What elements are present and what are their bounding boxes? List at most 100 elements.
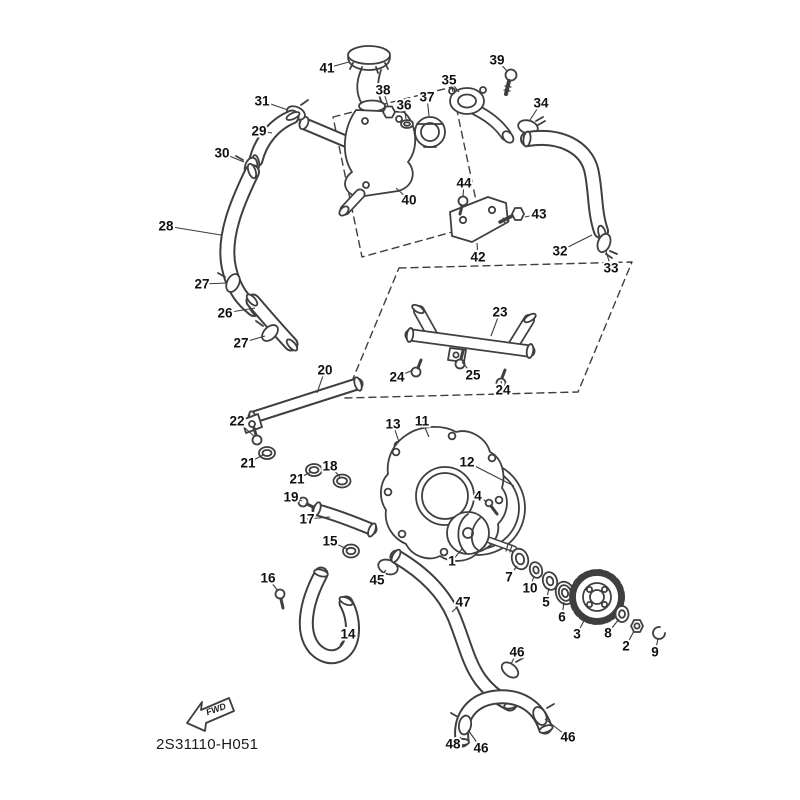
callout-4: 4: [472, 487, 488, 506]
callout-36: 36: [394, 96, 414, 120]
callout-number: 20: [317, 363, 332, 378]
callout-21: 21: [287, 470, 312, 489]
callout-35: 35: [439, 71, 460, 93]
callout-number: 39: [489, 53, 504, 68]
callout-29: 29: [249, 122, 273, 141]
callout-45: 45: [367, 569, 387, 590]
part-hose-14: [298, 566, 360, 665]
part-bolt-39: [503, 68, 518, 96]
callout-23: 23: [490, 303, 510, 337]
callout-26: 26: [215, 304, 256, 323]
callout-number: 17: [299, 512, 314, 527]
callout-number: 4: [474, 489, 482, 504]
callout-34: 34: [529, 94, 551, 121]
part-hose-clamp-46c: [532, 703, 555, 726]
fwd-arrow-icon: [186, 697, 235, 732]
callout-2: 2: [620, 630, 635, 656]
callout-42: 42: [468, 242, 488, 267]
part-pin-4: [484, 498, 499, 516]
part-seal-7: [510, 547, 530, 571]
callout-15: 15: [320, 532, 348, 551]
dashed-group-pipe: [344, 261, 633, 399]
part-hose-clamp-46b: [450, 712, 473, 736]
callout-number: 48: [445, 737, 461, 752]
callout-number: 46: [509, 645, 525, 660]
part-bolt-44: [457, 195, 469, 216]
part-circlip-9: [652, 626, 666, 640]
artwork: [186, 45, 666, 748]
callout-number: 46: [560, 730, 576, 745]
callout-6: 6: [556, 601, 568, 627]
callout-11: 11: [413, 412, 432, 438]
callout-number: 15: [322, 534, 338, 549]
callout-3: 3: [571, 616, 587, 644]
part-oring-21a: [258, 446, 276, 460]
callout-16: 16: [258, 569, 279, 592]
callout-32: 32: [550, 234, 593, 261]
callout-9: 9: [649, 638, 661, 662]
callout-37: 37: [417, 88, 437, 117]
part-hose-26: [245, 293, 299, 352]
callout-number: 27: [233, 336, 248, 351]
callout-38: 38: [373, 81, 393, 107]
callout-number: 47: [455, 595, 470, 610]
part-bolt-16: [274, 588, 286, 610]
part-water-pipe-23: [404, 303, 537, 363]
callout-number: 5: [542, 595, 550, 610]
callout-1: 1: [446, 548, 463, 571]
callout-number: 24: [495, 383, 511, 398]
part-hose-32: [520, 130, 609, 242]
part-nut-2: [630, 619, 644, 633]
callout-21: 21: [238, 454, 264, 473]
callout-number: 11: [415, 414, 430, 429]
callout-number: 43: [531, 207, 547, 222]
callout-31: 31: [252, 92, 289, 111]
part-thermostat: [414, 116, 446, 148]
callout-43: 43: [524, 205, 549, 224]
callout-number: 8: [604, 626, 612, 641]
callout-24: 24: [387, 368, 414, 387]
part-water-pipe-20: [241, 376, 364, 434]
callout-number: 2: [622, 639, 630, 654]
callout-number: 23: [492, 305, 508, 320]
callout-number: 7: [505, 570, 513, 585]
callout-27: 27: [231, 334, 266, 353]
callout-12: 12: [457, 453, 515, 487]
callout-46: 46: [507, 643, 527, 665]
part-nut-38: [382, 105, 396, 119]
callout-number: 35: [441, 73, 457, 88]
callout-30: 30: [212, 144, 245, 163]
callout-39: 39: [487, 51, 508, 72]
callout-28: 28: [156, 217, 222, 236]
callout-40: 40: [395, 187, 419, 210]
part-hose-clamp-46a: [500, 657, 524, 679]
callout-number: 33: [603, 261, 619, 276]
part-joint-pipe-17: [311, 501, 378, 538]
callout-7: 7: [503, 565, 518, 587]
part-hose-clamp-27a: [217, 272, 241, 293]
callout-10: 10: [520, 575, 540, 598]
callout-44: 44: [454, 174, 474, 198]
callout-number: 31: [254, 94, 270, 109]
callout-number: 21: [289, 472, 305, 487]
part-impeller-1: [446, 511, 518, 555]
part-hose-clamp-33: [596, 232, 618, 259]
callout-number: 9: [651, 645, 659, 660]
callout-number: 38: [375, 83, 391, 98]
part-oring-15: [342, 543, 360, 559]
callout-number: 32: [552, 244, 567, 259]
part-gear-3: [569, 569, 625, 625]
callout-number: 40: [401, 193, 416, 208]
part-oring-21b: [305, 463, 323, 477]
callout-20: 20: [315, 361, 335, 394]
callout-41: 41: [317, 59, 350, 78]
callout-number: 28: [158, 219, 174, 234]
callout-number: 10: [522, 581, 537, 596]
callout-number: 27: [194, 277, 209, 292]
callout-24: 24: [493, 381, 513, 400]
part-seal-5: [541, 571, 559, 591]
callout-number: 3: [573, 627, 581, 642]
part-bracket-42: [449, 196, 509, 243]
callout-47: 47: [451, 593, 473, 613]
